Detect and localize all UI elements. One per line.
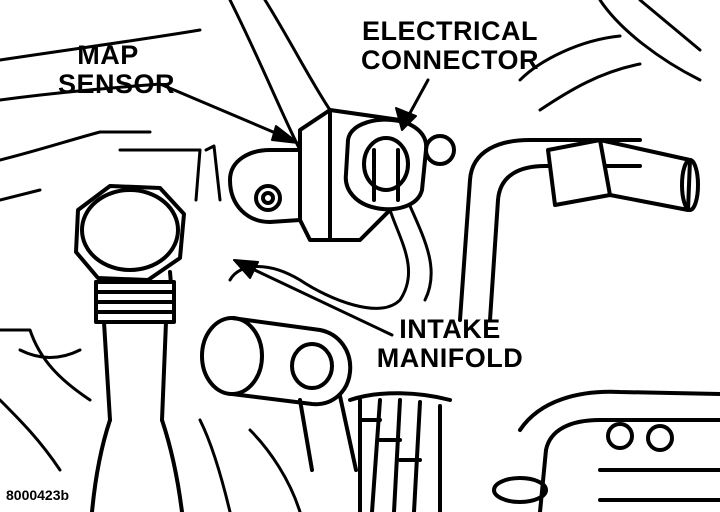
label-electrical-connector-line2: CONNECTOR [360, 45, 539, 75]
engine-casting-bottom-left [0, 328, 92, 472]
label-intake-manifold-line1: INTAKE [399, 314, 501, 344]
intake-manifold-ribs [348, 391, 452, 512]
engine-block-lower-right [492, 389, 720, 512]
arrowhead-map-sensor [271, 125, 299, 144]
hose-upper-left [228, 0, 332, 152]
leader-arrow-intake-manifold [240, 262, 394, 337]
label-electrical-connector: ELECTRICAL CONNECTOR [355, 18, 545, 74]
label-map-sensor-line1: MAP [77, 40, 139, 70]
metal-tube [458, 138, 642, 322]
label-intake-manifold: INTAKE MANIFOLD [365, 316, 535, 372]
wiring-harness [228, 204, 433, 310]
vacuum-hose [98, 130, 222, 202]
label-electrical-connector-line1: ELECTRICAL [362, 16, 538, 46]
electrical-connector-shape [343, 117, 456, 212]
hose-clamp-right [546, 138, 700, 212]
air-intake-tube [200, 316, 358, 472]
background-contour-lines [0, 28, 202, 202]
figure-id: 8000423b [6, 487, 70, 503]
leader-arrow-map-sensor [158, 82, 294, 142]
threaded-fitting-left [90, 280, 184, 512]
label-map-sensor: MAP SENSOR [58, 40, 176, 99]
arrowhead-intake-manifold [233, 259, 259, 279]
label-map-sensor-line2: SENSOR [58, 69, 176, 99]
arrowhead-electrical-connector [395, 107, 417, 131]
label-intake-manifold-line2: MANIFOLD [376, 343, 524, 373]
bolt-head-left [74, 184, 186, 302]
